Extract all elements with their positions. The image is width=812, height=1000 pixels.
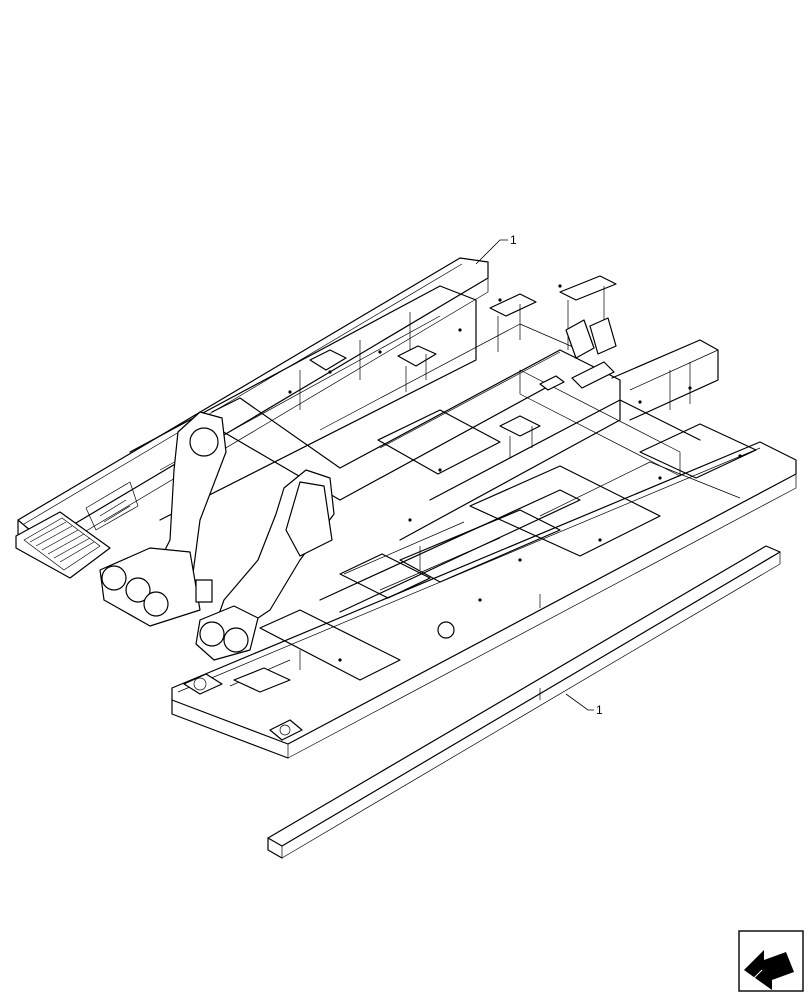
previous-page-arrow-icon[interactable] bbox=[738, 930, 804, 992]
loose-rail bbox=[267, 545, 781, 859]
front-deck bbox=[171, 441, 797, 759]
svg-text:1: 1 bbox=[596, 703, 603, 717]
boom-mount-left-plate bbox=[99, 411, 227, 627]
svg-text:1: 1 bbox=[510, 233, 517, 247]
front-deck-frame bbox=[229, 423, 757, 693]
rear-step bbox=[15, 511, 111, 579]
boom-mount-right-plate bbox=[195, 469, 335, 661]
front-cross-beam bbox=[489, 275, 719, 421]
left-frame-structure bbox=[85, 285, 477, 531]
main-frame bbox=[211, 323, 701, 541]
callout-lower: 1 bbox=[565, 693, 603, 717]
bolt-holes bbox=[288, 284, 742, 662]
callout-upper: 1 bbox=[475, 233, 517, 265]
